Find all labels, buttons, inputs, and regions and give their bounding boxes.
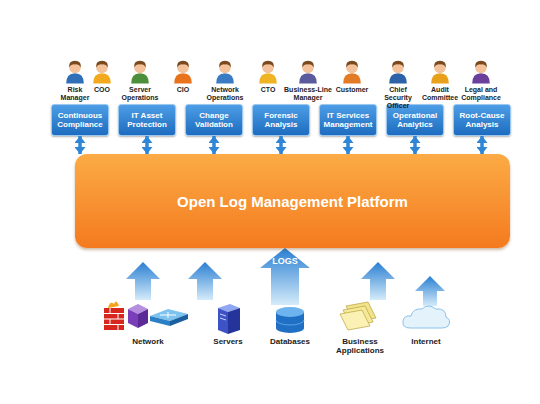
- source-label: Network: [118, 337, 178, 346]
- up-arrow: [126, 262, 160, 300]
- double-arrow: [346, 136, 350, 154]
- double-arrow: [145, 136, 149, 154]
- application-icon: [340, 302, 376, 330]
- node-text: IT Services Management: [322, 111, 374, 129]
- log-arrows: [126, 248, 445, 306]
- role-label: Chief Security Officer: [375, 86, 421, 110]
- feature-box: Change Validation: [185, 104, 243, 136]
- cloud-icon: [403, 306, 450, 328]
- person-icon: [431, 61, 449, 84]
- double-arrow: [279, 136, 283, 154]
- role-label: Server Operations: [118, 86, 162, 102]
- feature-box: Continuous Compliance: [51, 104, 109, 136]
- up-arrow: [188, 262, 222, 300]
- role-label: Legal and Compliance: [459, 86, 503, 102]
- flow-label: LOGS: [265, 256, 305, 266]
- role-label: Risk Manager: [53, 86, 97, 102]
- feature-box: IT Asset Protection: [118, 104, 176, 136]
- database-icon: [276, 307, 304, 333]
- person-icon: [216, 61, 234, 84]
- node-text: IT Asset Protection: [121, 111, 173, 129]
- role-label: CTO: [253, 86, 283, 94]
- double-arrow: [480, 136, 484, 154]
- double-arrow: [413, 136, 417, 154]
- role-label: Business-Line Manager: [283, 86, 333, 102]
- feature-box: Forensic Analysis: [252, 104, 310, 136]
- node-text: Continuous Compliance: [54, 111, 106, 129]
- platform-box: Open Log Management Platform: [75, 154, 510, 248]
- node-text: Change Validation: [188, 111, 240, 129]
- person-icon: [93, 61, 111, 84]
- source-label: Internet: [401, 337, 451, 346]
- people-icons: [66, 61, 490, 84]
- feature-box: IT Services Management: [319, 104, 377, 136]
- person-icon: [389, 61, 407, 84]
- person-icon: [174, 61, 192, 84]
- feature-box: Root-Cause Analysis: [453, 104, 511, 136]
- firewall-icon: [104, 301, 124, 330]
- role-label: Network Operations: [203, 86, 247, 102]
- server-icon: [218, 304, 240, 334]
- node-text: Open Log Management Platform: [177, 193, 408, 210]
- node-text: Forensic Analysis: [255, 111, 307, 129]
- double-arrow: [212, 136, 216, 154]
- source-label: Databases: [262, 337, 318, 346]
- person-icon: [131, 61, 149, 84]
- source-label: Servers: [203, 337, 253, 346]
- up-arrow: [260, 248, 310, 305]
- role-label: COO: [87, 86, 117, 94]
- person-icon: [343, 61, 361, 84]
- person-icon: [472, 61, 490, 84]
- switch-icon: [150, 309, 188, 326]
- role-label: CIO: [168, 86, 198, 94]
- up-arrow: [361, 262, 395, 300]
- up-arrow: [415, 276, 445, 306]
- role-label: Customer: [334, 86, 370, 94]
- person-icon: [259, 61, 277, 84]
- node-text: Operational Analytics: [389, 111, 441, 129]
- person-icon: [299, 61, 317, 84]
- double-arrow: [78, 136, 82, 154]
- node-text: Root-Cause Analysis: [456, 111, 508, 129]
- person-icon: [66, 61, 84, 84]
- role-label: Audit Committee: [420, 86, 460, 102]
- router-icon: [128, 304, 148, 328]
- source-label: Business Applications: [327, 337, 393, 355]
